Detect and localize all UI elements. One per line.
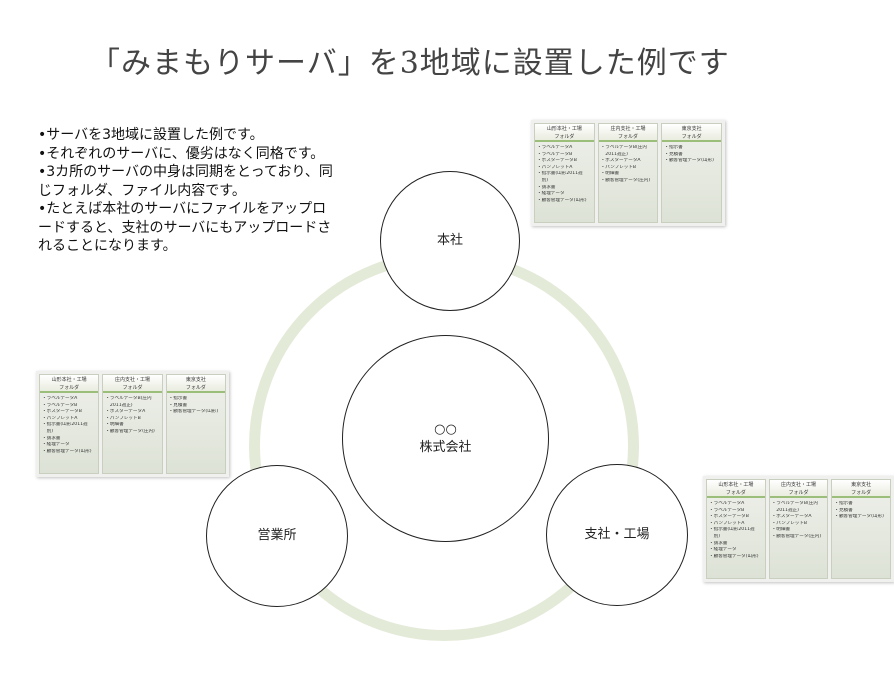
folder-item: ・パンフレットA <box>537 164 573 170</box>
folder-item: ・見積書 <box>834 507 853 513</box>
folder-item: ・指示書 <box>168 396 188 401</box>
node-center-label: 株式会社 <box>419 439 472 455</box>
folder-item: ・明細書 <box>600 171 620 177</box>
folder-item: 2011週正) <box>105 402 133 408</box>
folder-item: ・顧客管理データ(庄内) <box>771 533 822 539</box>
folder-column: 庄内支社・工場 フォルダ ・ラベルデータB(庄内 2011週正) ・ポスターデー… <box>597 123 659 223</box>
folder-item: 別) <box>709 533 720 539</box>
folder-column: 東京支社 フォルダ ・指示書 ・見積書 ・顧客管理データ(山形) <box>831 479 892 579</box>
node-honsha-label: 本社 <box>436 233 463 248</box>
folder-column: 山形本社・工場 フォルダ ・ラベルデータA ・ラベルデータB ・ポスターデータB… <box>706 479 766 579</box>
folder-column: 東京支社 フォルダ ・指示書 ・見積書 ・顧客管理データ(山形) <box>661 123 723 223</box>
folder-item: ・ラベルデータB <box>42 402 78 408</box>
bullet-item: •たとえば本社のサーバにファイルをアップロードすると、支社のサーバにもアップロー… <box>38 201 332 254</box>
folder-header: 山形本社・工場 フォルダ <box>40 375 99 393</box>
folder-item: ・パンフレットB <box>600 164 637 170</box>
folder-item: ・パンフレットA <box>709 520 745 526</box>
folder-item: ・ラベルデータB <box>709 507 745 513</box>
folder-header: 庄内支社・工場 フォルダ <box>598 124 658 142</box>
folder-item: ・ラベルデータA <box>537 145 573 150</box>
folder-header: 山形本社・工場 フォルダ <box>707 480 765 498</box>
folder-item: ・顧客管理データ(庄内) <box>600 177 651 183</box>
folder-item: ・ポスターデータB <box>709 514 749 520</box>
folder-item: ・ラベルデータB(庄内 <box>771 501 818 506</box>
folder-item: ・パンフレットA <box>42 415 78 421</box>
node-center-company: ○○ 株式会社 <box>342 335 549 542</box>
folder-item: ・指示書(山形2011週 <box>42 422 88 428</box>
folder-column: 山形本社・工場 フォルダ ・ラベルデータA ・ラベルデータB ・ポスターデータB… <box>39 374 100 474</box>
folder-item: ・顧客管理データ(山形) <box>537 197 587 203</box>
folder-panel-eigyosho: 山形本社・工場 フォルダ ・ラベルデータA ・ラベルデータB ・ポスターデータB… <box>36 371 229 477</box>
folder-item: ・請求書 <box>42 435 61 441</box>
folder-items: ・ラベルデータA ・ラベルデータB ・ポスターデータB ・パンフレットA ・指示… <box>535 142 594 207</box>
folder-item: ・明細書 <box>771 527 791 533</box>
folder-column: 庄内支社・工場 フォルダ ・ラベルデータB(庄内 2011週正) ・ポスターデー… <box>102 374 163 474</box>
node-eigyosho-label: 営業所 <box>257 528 297 543</box>
folder-item: ・ポスターデータA <box>771 514 812 520</box>
folder-item: ・ラベルデータA <box>709 501 745 506</box>
bullet-item: •3カ所のサーバの中身は同期をとっており、同じフォルダ、ファイル内容です。 <box>38 164 333 199</box>
folder-item: ・ポスターデータA <box>105 409 146 415</box>
folder-items: ・ラベルデータA ・ラベルデータB ・ポスターデータB ・パンフレットA ・指示… <box>707 498 765 563</box>
node-shisha: 支社・工場 <box>546 464 688 606</box>
folder-item: ・ラベルデータA <box>42 396 78 401</box>
folder-items: ・ラベルデータB(庄内 2011週正) ・ポスターデータA ・パンフレットB ・… <box>770 498 828 544</box>
folder-items: ・指示書 ・見積書 ・顧客管理データ(山形) <box>662 142 721 168</box>
slide-title: 「みまもりサーバ」を3地域に設置した例です <box>90 46 730 81</box>
folder-items: ・指示書 ・見積書 ・顧客管理データ(山形) <box>832 498 890 524</box>
folder-item: ・顧客管理データ(山形) <box>168 409 219 415</box>
folder-item: ・ポスターデータB <box>42 409 82 415</box>
folder-items: ・ラベルデータB(庄内 2011週正) ・ポスターデータA ・パンフレットB ・… <box>103 393 161 439</box>
folder-item: ・ラベルデータB(庄内 <box>105 396 152 401</box>
bullet-item: •それぞれのサーバに、優劣はなく同格です。 <box>38 145 325 162</box>
folder-header: 東京支社 フォルダ <box>662 124 722 142</box>
folder-item: ・パンフレットB <box>771 520 808 526</box>
folder-item: ・経理データ <box>42 442 70 448</box>
folder-header: 庄内支社・工場 フォルダ <box>103 375 162 393</box>
folder-panel-honsha: 山形本社・工場 フォルダ ・ラベルデータA ・ラベルデータB ・ポスターデータB… <box>531 120 725 226</box>
node-shisha-label: 支社・工場 <box>584 527 650 542</box>
folder-panel-shisha: 山形本社・工場 フォルダ ・ラベルデータA ・ラベルデータB ・ポスターデータB… <box>703 476 894 582</box>
folder-item: ・指示書 <box>834 501 853 506</box>
folder-item: ・パンフレットB <box>105 415 141 421</box>
folder-items: ・ラベルデータB(庄内 2011週正) ・ポスターデータA ・パンフレットB ・… <box>599 142 658 188</box>
folder-item: 2011週正) <box>600 151 628 157</box>
folder-item: ・見積書 <box>664 151 683 157</box>
bullet-list: •サーバを3地域に設置した例です。 •それぞれのサーバに、優劣はなく同格です。 … <box>38 126 338 256</box>
folder-item: ・請求書 <box>709 540 728 546</box>
folder-item: ・顧客管理データ(山形) <box>834 514 884 520</box>
folder-header: 東京支社 フォルダ <box>832 480 891 498</box>
node-eigyosho: 営業所 <box>206 465 348 607</box>
folder-item: ・請求書 <box>537 184 556 190</box>
folder-item: 別) <box>537 177 548 183</box>
folder-header: 東京支社 フォルダ <box>166 375 225 393</box>
folder-items: ・指示書 ・見積書 ・顧客管理データ(山形) <box>167 393 225 419</box>
folder-item: ・顧客管理データ(庄内) <box>105 428 155 434</box>
folder-column: 山形本社・工場 フォルダ ・ラベルデータA ・ラベルデータB ・ポスターデータB… <box>534 123 595 223</box>
folder-column: 東京支社 フォルダ ・指示書 ・見積書 ・顧客管理データ(山形) <box>165 374 226 474</box>
folder-item: ・指示書(山形2011週 <box>709 527 755 533</box>
folder-item: ・ポスターデータB <box>537 158 577 164</box>
node-center-mark: ○○ <box>434 421 457 437</box>
folder-header: 山形本社・工場 フォルダ <box>535 124 594 142</box>
folder-item: ・ポスターデータA <box>600 158 641 164</box>
bullet-item: •サーバを3地域に設置した例です。 <box>38 127 264 143</box>
folder-item: ・経理データ <box>537 191 565 197</box>
folder-item: ・経理データ <box>709 547 737 553</box>
folder-column: 庄内支社・工場 フォルダ ・ラベルデータB(庄内 2011週正) ・ポスターデー… <box>768 479 829 579</box>
folder-item: 2011週正) <box>771 507 799 513</box>
folder-item: ・見積書 <box>168 402 188 408</box>
folder-item: ・ラベルデータB <box>537 151 573 157</box>
folder-items: ・ラベルデータA ・ラベルデータB ・ポスターデータB ・パンフレットA ・指示… <box>40 393 98 458</box>
folder-header: 庄内支社・工場 フォルダ <box>769 480 828 498</box>
folder-item: ・ラベルデータB(庄内 <box>600 145 647 150</box>
folder-item: ・顧客管理データ(山形) <box>42 448 92 454</box>
folder-item: ・顧客管理データ(山形) <box>664 158 714 164</box>
folder-item: ・顧客管理データ(山形) <box>709 553 759 559</box>
node-honsha: 本社 <box>380 171 520 311</box>
folder-item: ・指示書(山形2011週 <box>537 171 583 177</box>
folder-item: 別) <box>42 428 53 434</box>
folder-item: ・指示書 <box>664 145 683 150</box>
folder-item: ・明細書 <box>105 422 124 428</box>
